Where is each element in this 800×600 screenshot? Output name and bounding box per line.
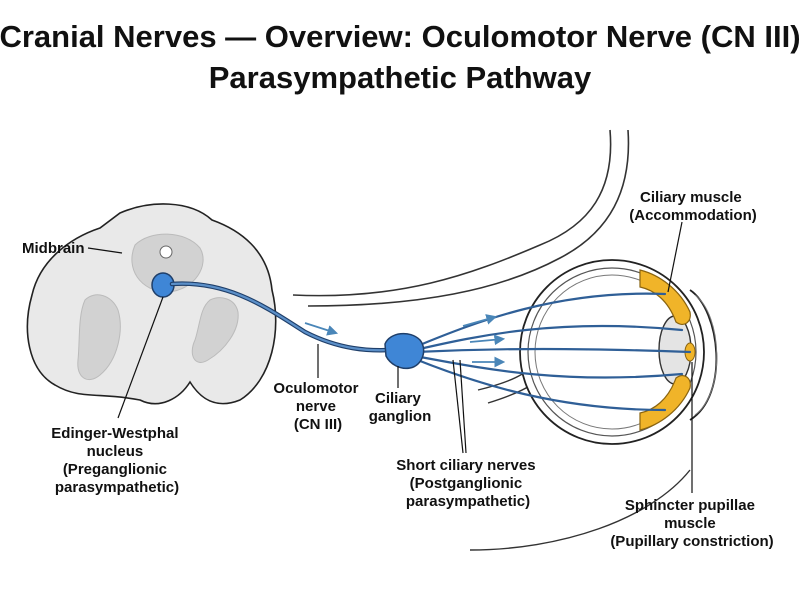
diagram-title-line-2: Parasympathetic Pathway — [209, 60, 592, 95]
label-ciliary-muscle: Ciliary muscle (Accommodation) — [629, 189, 757, 224]
short-ciliary-nerves — [413, 292, 692, 412]
label-short-ciliary-nerves: Short ciliary nerves (Postganglionic par… — [396, 457, 539, 510]
diagram-title-line-1: Cranial Nerves — Overview: Oculomotor Ne… — [0, 19, 800, 54]
label-ciliary-ganglion: Ciliary ganglion — [369, 390, 432, 425]
preganglionic-arrow — [304, 322, 339, 336]
ciliary-muscle-leader — [667, 221, 683, 293]
midbrain-section — [26, 203, 277, 405]
orbit-bone-outline — [292, 129, 630, 307]
short-ciliary-leader-2 — [459, 359, 467, 454]
short-ciliary-leader-1 — [452, 359, 464, 454]
postganglionic-arrows — [462, 314, 506, 368]
midbrain-leader — [87, 247, 123, 254]
label-sphincter-pupillae: Sphincter pupillae muscle (Pupillary con… — [610, 497, 773, 550]
label-oculomotor-nerve: Oculomotor nerve (CN III) — [273, 380, 362, 433]
edinger-westphal-leader — [117, 296, 164, 419]
label-midbrain: Midbrain — [22, 240, 85, 257]
label-edinger-westphal: Edinger-Westphal nucleus (Preganglionic … — [51, 425, 182, 496]
ciliary-ganglion — [384, 332, 425, 370]
ciliary-muscle-bottom — [639, 375, 691, 431]
